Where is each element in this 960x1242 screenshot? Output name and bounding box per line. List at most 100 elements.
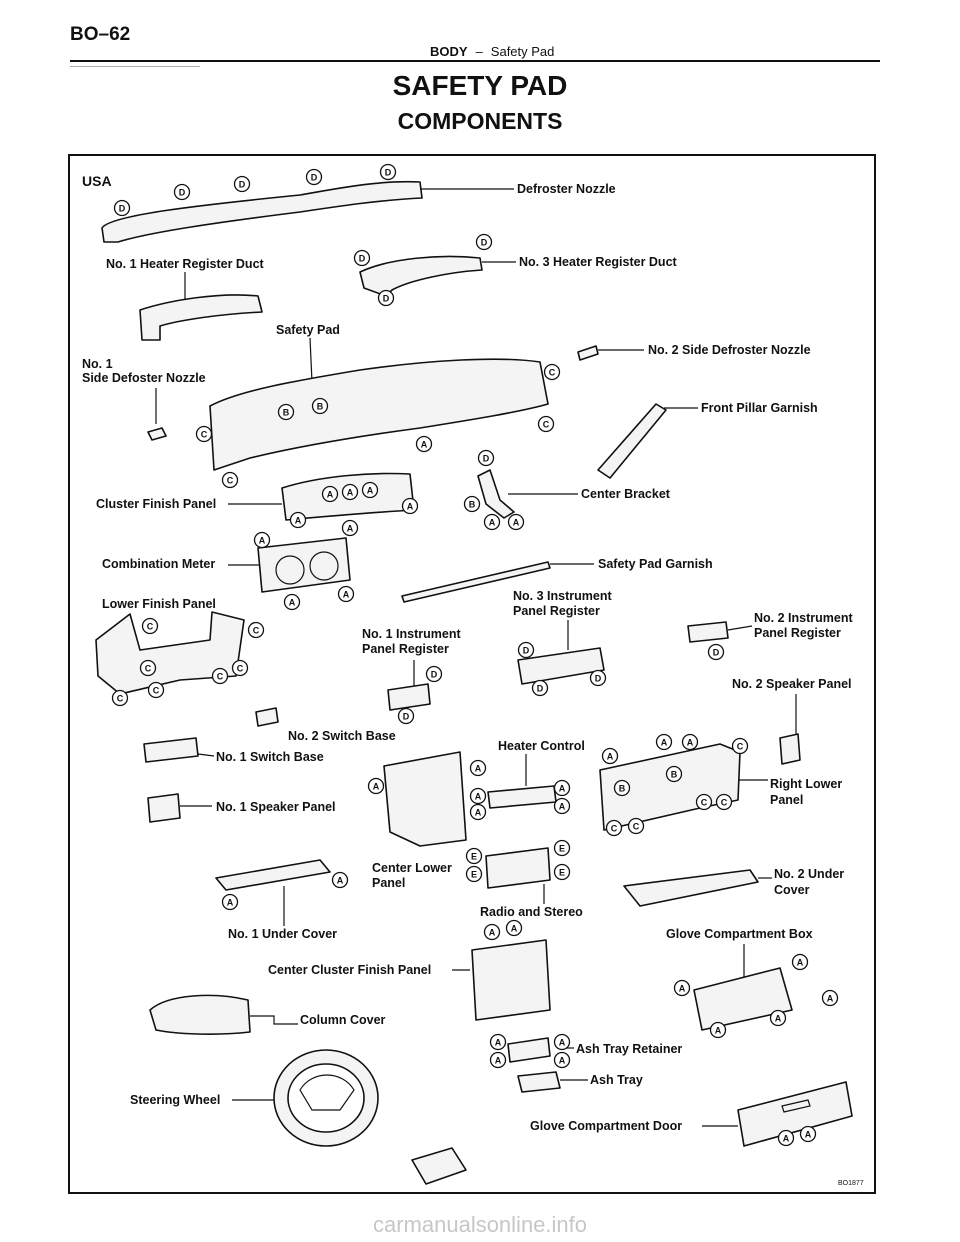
- speaker-panel-2-label: No. 2 Speaker Panel: [732, 677, 852, 691]
- heater-control-part: [487, 785, 557, 809]
- right-lower-label-line2: Panel: [770, 793, 803, 807]
- ref-mark-circle: [553, 863, 571, 881]
- ref-mark-circle: [465, 847, 483, 865]
- ref-mark-letter: A: [783, 1134, 790, 1144]
- switch-base-1-leader: [197, 753, 215, 757]
- ref-mark-letter: A: [715, 1026, 722, 1036]
- ref-mark-circle: [589, 669, 607, 687]
- column-cover-label: Column Cover: [300, 1013, 386, 1027]
- ref-mark-circle: [341, 483, 359, 501]
- ref-mark-a: A: [341, 483, 359, 501]
- ash-tray-part: [517, 1071, 561, 1093]
- ref-mark-letter: A: [775, 1014, 782, 1024]
- under-cover-2-label-line2: Cover: [774, 883, 810, 897]
- center-lower-label-line1: Center Lower: [372, 861, 452, 875]
- heater-duct-1-label: No. 1 Heater Register Duct: [106, 257, 265, 271]
- ref-mark-d: D: [173, 183, 191, 201]
- ref-mark-letter: A: [513, 518, 520, 528]
- ref-mark-circle: [477, 449, 495, 467]
- region-label: USA: [82, 173, 112, 189]
- ref-mark-letter: A: [511, 924, 518, 934]
- ref-mark-circle: [321, 485, 339, 503]
- ref-mark-c: C: [141, 617, 159, 635]
- ip-register-2-label-line2: Panel Register: [754, 626, 841, 640]
- ref-mark-c: C: [731, 737, 749, 755]
- header-separator: –: [475, 44, 483, 59]
- ref-mark-letter: A: [559, 1038, 566, 1048]
- ref-mark-letter: A: [373, 782, 380, 792]
- ref-mark-circle: [505, 919, 523, 937]
- ref-mark-circle: [799, 1125, 817, 1143]
- page-subtitle: COMPONENTS: [397, 108, 563, 134]
- ref-mark-circle: [331, 871, 349, 889]
- ref-mark-circle: [247, 621, 265, 639]
- center-lower-label-line2: Panel: [372, 876, 405, 890]
- ref-mark-circle: [695, 793, 713, 811]
- ref-mark-circle: [401, 497, 419, 515]
- ref-mark-a: A: [655, 733, 673, 751]
- speaker-panel-2-part: [779, 733, 801, 765]
- ref-mark-letter: A: [367, 486, 374, 496]
- page-number: BO–62: [70, 24, 131, 45]
- ref-mark-circle: [173, 183, 191, 201]
- ref-mark-c: C: [111, 689, 129, 707]
- ref-mark-letter: C: [147, 622, 154, 632]
- ref-mark-c: C: [715, 793, 733, 811]
- ip-register-1-part: [387, 683, 431, 711]
- ref-mark-a: A: [601, 747, 619, 765]
- speaker-panel-1-part: [147, 793, 181, 823]
- ref-mark-circle: [341, 519, 359, 537]
- ip-register-2-label-line1: No. 2 Instrument: [754, 611, 853, 625]
- ref-mark-letter: A: [687, 738, 694, 748]
- glove-door-handle: [781, 1099, 811, 1113]
- section-name: BODY: [430, 44, 468, 59]
- ref-mark-letter: A: [489, 518, 496, 528]
- ref-mark-circle: [221, 471, 239, 489]
- ref-mark-a: A: [469, 759, 487, 777]
- ref-mark-letter: A: [407, 502, 414, 512]
- heater-control-label: Heater Control: [498, 739, 585, 753]
- ref-mark-c: C: [211, 667, 229, 685]
- ref-mark-circle: [791, 953, 809, 971]
- ref-mark-circle: [311, 397, 329, 415]
- ref-mark-a: A: [553, 1051, 571, 1069]
- ref-mark-circle: [211, 667, 229, 685]
- ref-mark-letter: A: [559, 1056, 566, 1066]
- ref-mark-d: D: [477, 449, 495, 467]
- ref-mark-circle: [361, 481, 379, 499]
- ref-mark-circle: [777, 1129, 795, 1147]
- ref-mark-letter: A: [259, 536, 266, 546]
- side-defroster-2-label: No. 2 Side Defroster Nozzle: [648, 343, 811, 357]
- ash-tray-retainer-part: [507, 1037, 551, 1063]
- ref-mark-d: D: [397, 707, 415, 725]
- ref-mark-a: A: [253, 531, 271, 549]
- ref-mark-a: A: [507, 513, 525, 531]
- header-rule-short: [70, 66, 200, 67]
- column-cover-part: [149, 994, 251, 1035]
- ref-mark-a: A: [673, 979, 691, 997]
- ref-mark-letter: E: [471, 852, 477, 862]
- safety-pad-garnish-label: Safety Pad Garnish: [598, 557, 713, 571]
- ref-mark-c: C: [147, 681, 165, 699]
- ref-mark-letter: D: [359, 254, 366, 264]
- combination-meter-part: [257, 537, 351, 593]
- ref-mark-circle: [553, 779, 571, 797]
- ref-mark-a: A: [469, 787, 487, 805]
- ref-mark-letter: A: [661, 738, 668, 748]
- ip-register-1-label-line1: No. 1 Instrument: [362, 627, 461, 641]
- ref-mark-circle: [731, 737, 749, 755]
- ref-mark-circle: [543, 363, 561, 381]
- ref-mark-e: E: [553, 839, 571, 857]
- ref-mark-b: B: [613, 779, 631, 797]
- under-cover-1-label: No. 1 Under Cover: [228, 927, 337, 941]
- ref-mark-circle: [465, 865, 483, 883]
- ref-mark-d: D: [379, 163, 397, 181]
- ref-mark-circle: [367, 777, 385, 795]
- ref-mark-a: A: [283, 593, 301, 611]
- heater-duct-3-part: [359, 255, 483, 297]
- glove-door-part: [737, 1081, 853, 1147]
- ref-mark-circle: [377, 289, 395, 307]
- ref-mark-letter: D: [595, 674, 602, 684]
- ref-mark-d: D: [305, 168, 323, 186]
- ref-mark-circle: [553, 797, 571, 815]
